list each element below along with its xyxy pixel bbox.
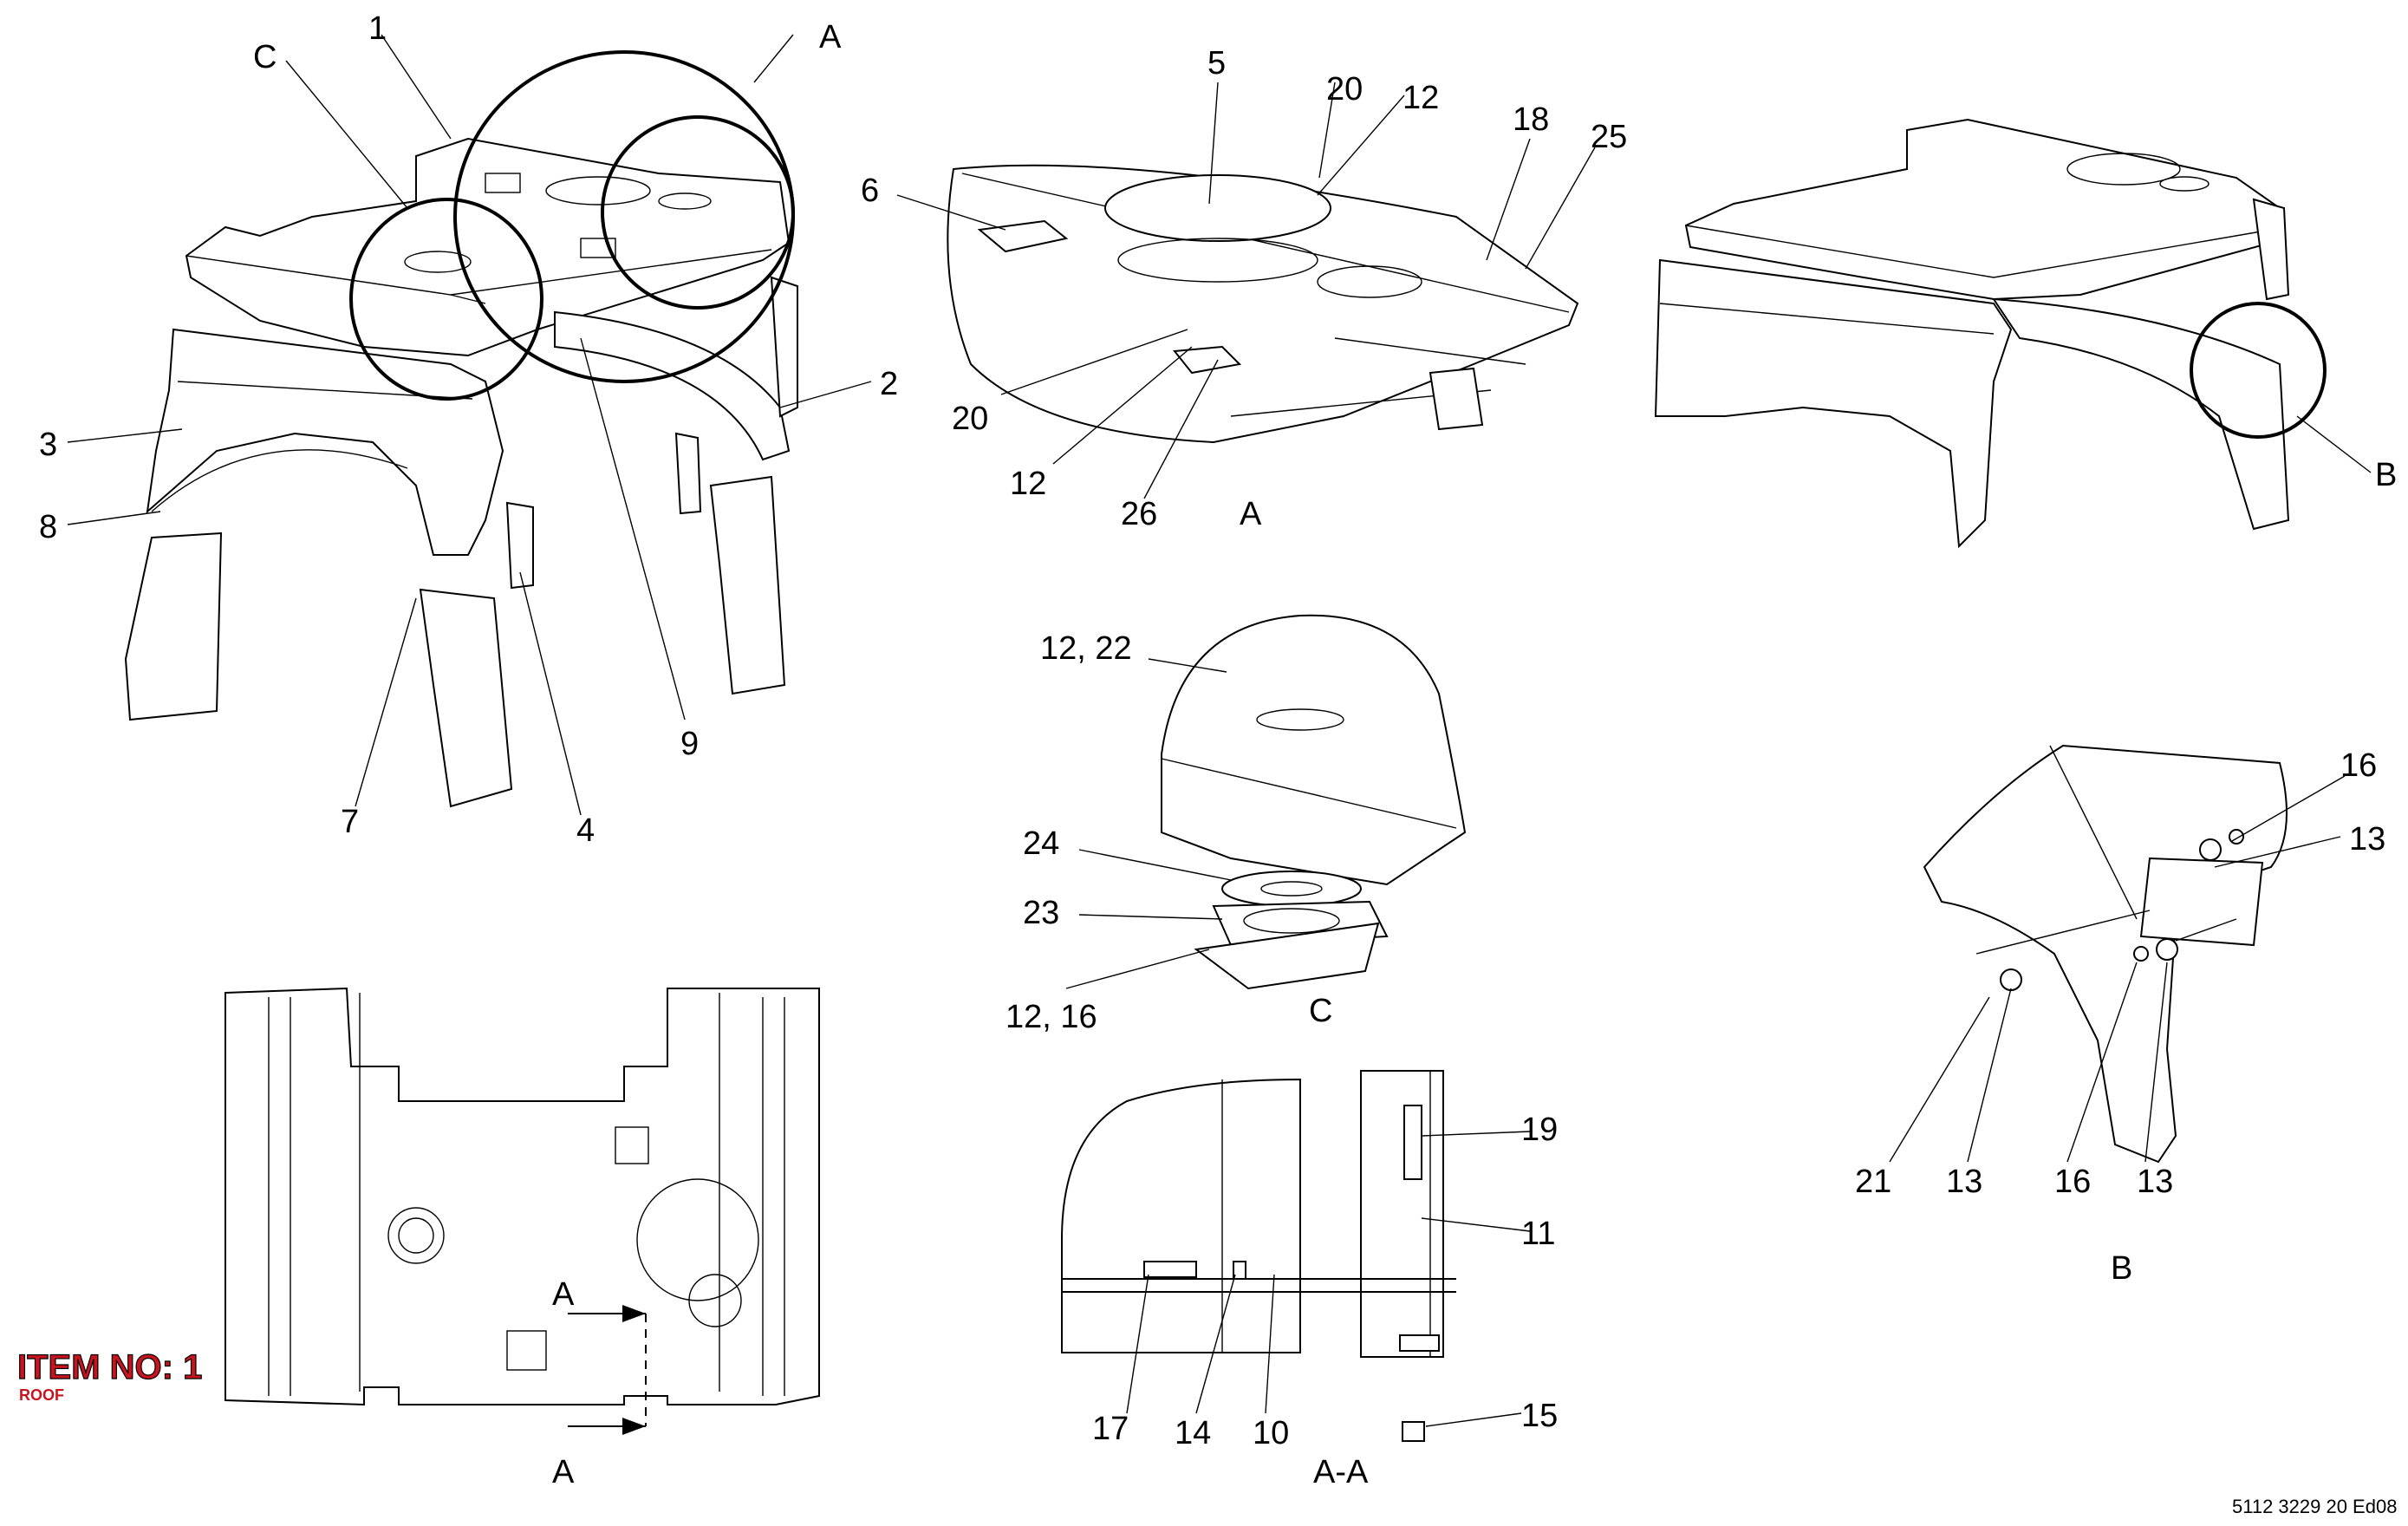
callout-19: 19 bbox=[1521, 1112, 1558, 1148]
callout-15: 15 bbox=[1521, 1398, 1558, 1434]
callout-21: 21 bbox=[1855, 1164, 1891, 1200]
callout-11: 11 bbox=[1521, 1216, 1555, 1252]
callout-16-top: 16 bbox=[2340, 747, 2377, 784]
detail-c bbox=[1065, 614, 1467, 990]
main-assembly bbox=[67, 34, 872, 816]
view-label-detail-a: A bbox=[1240, 496, 1262, 532]
detail-c-ring bbox=[349, 198, 543, 401]
mud-flap-8 bbox=[124, 531, 223, 721]
callout-13-right: 13 bbox=[2137, 1164, 2173, 1200]
callout-6: 6 bbox=[861, 173, 879, 209]
callout-9: 9 bbox=[680, 726, 699, 762]
callout-4: 4 bbox=[576, 812, 595, 849]
callout-b: B bbox=[2375, 457, 2397, 493]
mud-flap-7 bbox=[419, 588, 513, 808]
callout-12-16: 12, 16 bbox=[1006, 999, 1097, 1035]
top-right-assembly bbox=[1654, 118, 2372, 549]
detail-b-ring bbox=[2190, 302, 2327, 439]
section-aa bbox=[1061, 1070, 1531, 1442]
callout-12-22: 12, 22 bbox=[1040, 630, 1132, 667]
callout-5: 5 bbox=[1207, 45, 1226, 82]
callout-12-top: 12 bbox=[1402, 80, 1439, 116]
nut-15 bbox=[1402, 1421, 1425, 1442]
section-arrow-label-bottom: A bbox=[552, 1454, 575, 1490]
callout-c: C bbox=[253, 39, 277, 75]
view-label-detail-c: C bbox=[1309, 993, 1332, 1029]
cover-plate-5 bbox=[1104, 174, 1331, 242]
callout-a: A bbox=[819, 19, 842, 55]
view-label-section-aa: A-A bbox=[1313, 1454, 1369, 1490]
view-label-detail-b: B bbox=[2111, 1250, 2132, 1287]
callout-20-top: 20 bbox=[1326, 71, 1363, 108]
callout-2: 2 bbox=[880, 366, 898, 402]
detail-b bbox=[1889, 744, 2346, 1164]
detail-a bbox=[896, 82, 1596, 499]
callout-13-left: 13 bbox=[1946, 1164, 1982, 1200]
callout-8: 8 bbox=[39, 509, 57, 545]
plan-view bbox=[225, 987, 820, 1435]
bracket-4 bbox=[505, 501, 534, 590]
callout-18: 18 bbox=[1513, 101, 1549, 138]
callout-labels: 1 C A 2 3 8 7 4 9 5 20 12 18 25 6 20 12 … bbox=[39, 10, 2397, 1490]
callout-25: 25 bbox=[1591, 119, 1627, 155]
callout-24: 24 bbox=[1023, 825, 1059, 862]
detail-a-ring bbox=[453, 50, 795, 383]
item-number-title: ITEM NO: 1 bbox=[17, 1348, 202, 1386]
callout-26: 26 bbox=[1121, 496, 1157, 532]
callout-12-bottom: 12 bbox=[1010, 466, 1046, 502]
callout-23: 23 bbox=[1023, 895, 1059, 931]
mud-flap-2 bbox=[709, 475, 786, 695]
callout-3: 3 bbox=[39, 427, 57, 463]
callout-16-bottom: 16 bbox=[2054, 1164, 2091, 1200]
callout-7: 7 bbox=[341, 804, 359, 840]
section-arrow-label-top: A bbox=[552, 1276, 575, 1313]
callout-20-bottom: 20 bbox=[952, 401, 988, 437]
callout-17: 17 bbox=[1092, 1411, 1129, 1447]
item-number-subtitle: ROOF bbox=[19, 1386, 64, 1404]
callout-14: 14 bbox=[1175, 1415, 1211, 1451]
callout-10: 10 bbox=[1253, 1415, 1289, 1451]
callout-13-top: 13 bbox=[2349, 821, 2385, 858]
pad-24 bbox=[1221, 871, 1362, 907]
document-number: 5112 3229 20 Ed08 bbox=[2232, 1496, 2397, 1517]
callout-1: 1 bbox=[368, 10, 387, 47]
